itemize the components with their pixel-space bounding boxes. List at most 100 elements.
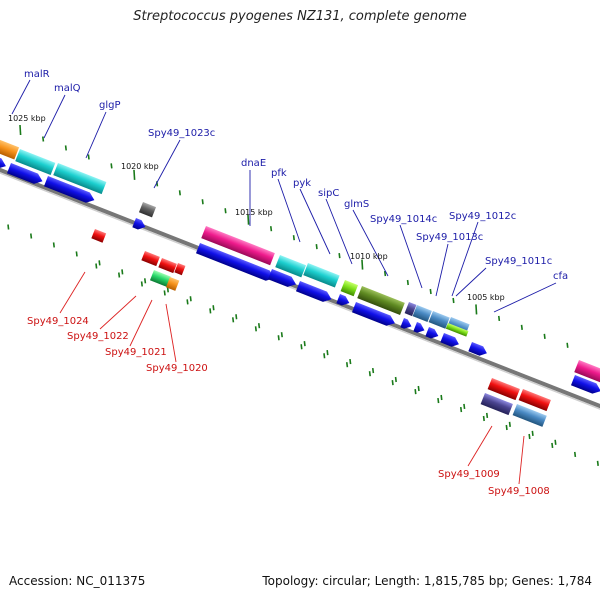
forward-label-leader (85, 111, 107, 159)
scale-tick (596, 460, 599, 466)
forward-label-leader (299, 188, 331, 255)
scale-tick (186, 299, 189, 305)
feature-sipC (340, 280, 359, 297)
scale-tick (209, 308, 212, 314)
scale-tick (235, 314, 238, 320)
feature-spy49-1012c (428, 311, 450, 329)
feature-spy49-1009-red (487, 378, 520, 401)
scale-tick (508, 421, 511, 427)
gene-label-spy49-1014c: Spy49_1014c (370, 214, 437, 225)
cds-spy49-1012c (425, 327, 439, 339)
scale-tick (52, 242, 55, 248)
feature-glmS (357, 286, 405, 315)
topology-text: Topology: circular; Length: 1,815,785 bp… (262, 574, 592, 588)
scale-tick (566, 342, 569, 348)
gene-label-spy49-1023c: Spy49_1023c (148, 128, 215, 139)
scale-tick (212, 305, 215, 311)
scale-tick (429, 288, 432, 295)
forward-label-leader (11, 79, 31, 115)
scale-tick (414, 389, 417, 395)
gene-label-spy49-1024: Spy49_1024 (27, 316, 89, 327)
feature-spy49-1020a (149, 270, 171, 287)
scale-tick (437, 397, 440, 404)
gene-label-spy49-1022: Spy49_1022 (67, 331, 129, 342)
scale-tick (140, 281, 143, 287)
scale-tick (520, 324, 523, 330)
scale-tick (300, 344, 303, 350)
feature-pink-right (574, 360, 600, 384)
scale-tick (257, 323, 261, 329)
gene-label-glmS: glmS (344, 199, 369, 210)
gene-label-spy49-1008: Spy49_1008 (488, 486, 550, 497)
reverse-label-leader (518, 435, 525, 485)
scale-tick (440, 394, 443, 401)
feature-pyk (303, 263, 340, 288)
scale-tick (19, 124, 22, 136)
scale-tick (189, 296, 192, 302)
scale-tick (505, 424, 508, 431)
scale-tick (463, 403, 466, 410)
gene-label-spy49-1020: Spy49_1020 (146, 363, 208, 374)
cds-spy49-1011c (440, 333, 459, 347)
feature-spy49-1024 (91, 229, 107, 243)
cds-pyk (295, 281, 332, 302)
scale-label-1025: 1025 kbp (8, 114, 46, 123)
scale-tick (98, 260, 101, 266)
gene-label-dnaE: dnaE (241, 158, 266, 169)
scale-tick (231, 317, 235, 323)
forward-label-leader (153, 139, 181, 189)
accession-text: Accession: NC_011375 (9, 574, 146, 588)
feature-spy49-1021b (174, 263, 186, 276)
feature-spy49-1021a (158, 258, 177, 274)
gene-label-spy49-1013c: Spy49_1013c (416, 232, 483, 243)
scale-tick (497, 315, 501, 322)
scale-tick (110, 163, 113, 169)
scale-label-1015: 1015 kbp (235, 208, 273, 217)
gene-features (0, 132, 600, 427)
scale-tick (143, 278, 147, 284)
scale-tick (531, 430, 534, 436)
scale-ticks (7, 124, 599, 466)
scale-tick (277, 335, 280, 341)
cds-malQ (6, 163, 43, 184)
feature-spy49-1020b (165, 277, 180, 291)
scale-tick (280, 332, 283, 338)
cds-pfk (267, 269, 297, 287)
cds-glgP (43, 176, 95, 203)
feature-spy49-1009 (480, 393, 513, 416)
feature-malQ (15, 149, 56, 176)
scale-tick (394, 376, 397, 383)
scale-tick (254, 326, 257, 332)
cds-spy49-1023c (132, 218, 146, 230)
scale-label-1005: 1005 kbp (467, 293, 505, 302)
forward-label-leader (43, 94, 66, 139)
forward-label-leader (399, 224, 423, 289)
scale-tick (383, 270, 387, 277)
gene-label-cfa: cfa (553, 271, 568, 282)
scale-tick (349, 358, 352, 365)
scale-tick (573, 451, 577, 458)
scale-tick (485, 412, 489, 419)
feature-spy49-1023c (138, 202, 157, 218)
reverse-label-leader (467, 425, 493, 467)
scale-tick (87, 154, 90, 160)
scale-tick (75, 251, 78, 257)
forward-label-leader (325, 198, 353, 265)
scale-tick (133, 169, 136, 180)
scale-tick (391, 380, 394, 386)
scale-tick (528, 433, 531, 440)
label-leaders (11, 79, 557, 485)
scale-tick (417, 385, 420, 392)
feature-spy49-1008-red (518, 389, 551, 412)
scale-tick (178, 190, 181, 196)
scale-tick (371, 367, 375, 374)
feature-dnaE (201, 226, 275, 266)
scale-tick (406, 279, 409, 286)
scale-label-1010: 1010 kbp (350, 252, 388, 261)
scale-tick (224, 208, 227, 214)
cds-dnaE (195, 243, 275, 281)
scale-tick (326, 350, 329, 356)
scale-tick (95, 263, 98, 269)
forward-label-leader (455, 267, 487, 297)
